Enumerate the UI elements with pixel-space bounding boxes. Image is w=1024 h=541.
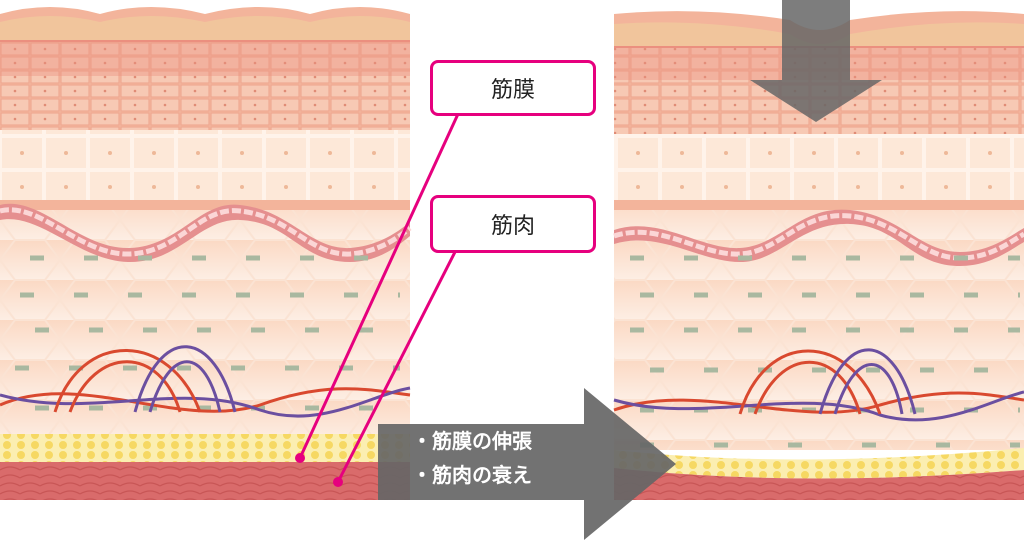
skin-before-panel xyxy=(0,7,410,500)
fascia-pointer-dot xyxy=(295,453,305,463)
causes-list: ・筋膜の伸張 ・筋肉の衰え xyxy=(412,424,602,492)
fascia-label: 筋膜 xyxy=(430,60,596,116)
right-arrow-icon xyxy=(378,388,676,540)
muscle-label: 筋肉 xyxy=(430,195,596,253)
cause-item: ・筋肉の衰え xyxy=(412,463,532,487)
callout-lines xyxy=(298,113,460,483)
muscle-label-text: 筋肉 xyxy=(490,214,535,239)
muscle-pointer-dot xyxy=(333,477,343,487)
fascia-label-text: 筋膜 xyxy=(490,78,535,103)
down-arrow-icon xyxy=(750,0,882,122)
cause-item: ・筋膜の伸張 xyxy=(412,429,532,453)
